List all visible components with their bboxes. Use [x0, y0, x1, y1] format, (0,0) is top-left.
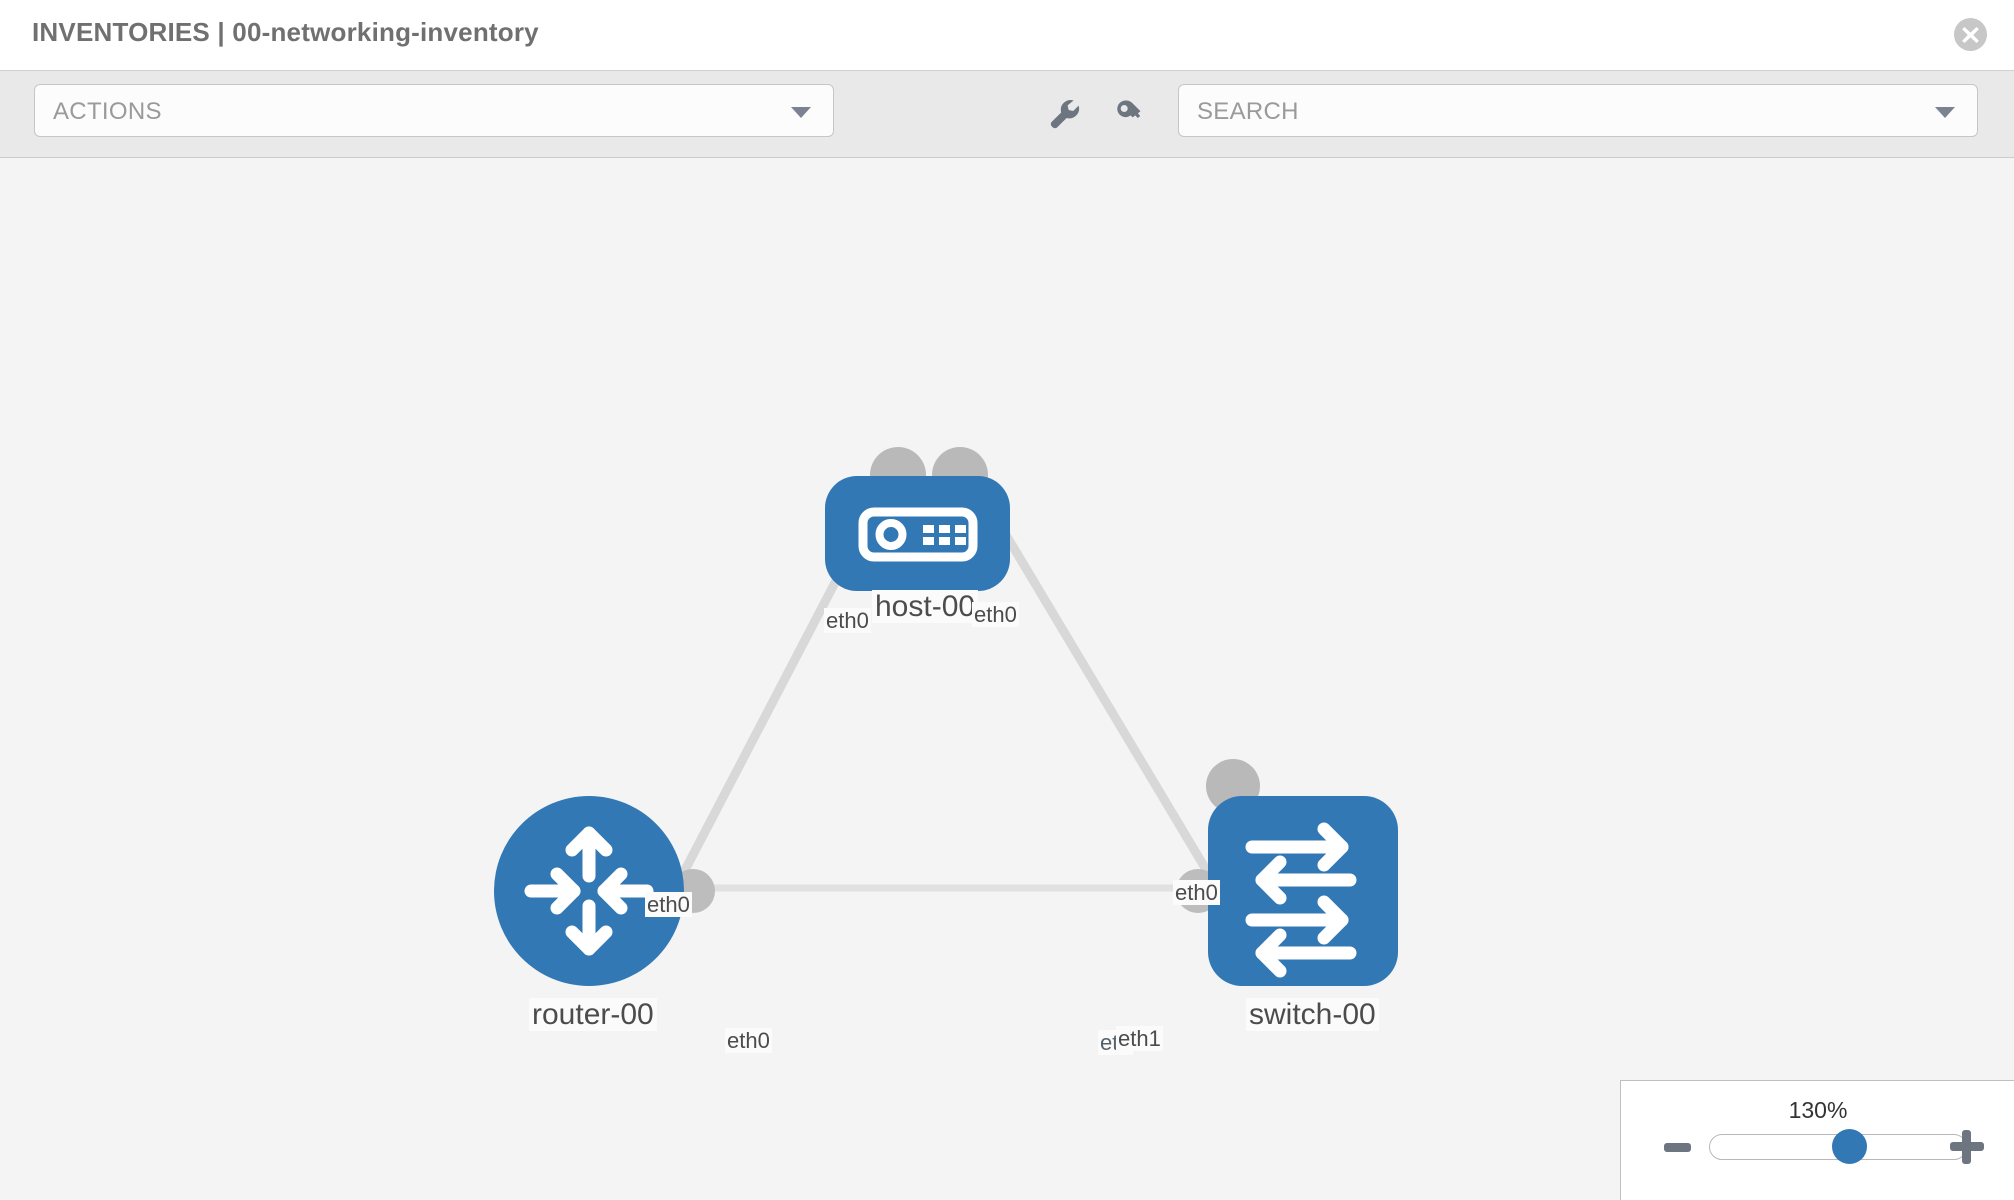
topology-canvas[interactable]: host-00 router-00 switch-00 eth0 eth0 et… — [0, 158, 2014, 1200]
router-arrows-icon — [524, 826, 654, 956]
chevron-down-icon — [1935, 107, 1955, 118]
zoom-out-button[interactable] — [1664, 1143, 1691, 1152]
search-placeholder: SEARCH — [1197, 98, 1299, 125]
link-label-router00-host-eth0: eth0 — [645, 892, 692, 918]
server-icon — [858, 507, 978, 562]
switch-arrows-icon — [1245, 822, 1357, 978]
chevron-down-icon — [791, 107, 811, 118]
link-label-switch00-host-eth0: eth0 — [1173, 880, 1220, 906]
key-button[interactable] — [1110, 93, 1150, 133]
close-button[interactable] — [1954, 18, 1987, 51]
actions-dropdown[interactable]: ACTIONS — [34, 84, 834, 137]
node-router-00[interactable] — [494, 796, 684, 986]
node-label-switch-00: switch-00 — [1246, 998, 1379, 1031]
toolbar: ACTIONS SEARCH — [0, 70, 2014, 158]
link-label-switch00-eth1: eth1 — [1116, 1026, 1163, 1052]
link-label-router00-eth0: eth0 — [725, 1028, 772, 1054]
page-header: INVENTORIES | 00-networking-inventory — [0, 0, 2014, 70]
close-icon — [1962, 27, 1979, 43]
node-host-00[interactable] — [825, 476, 1010, 591]
link-label-host00-eth0-right: eth0 — [972, 602, 1019, 628]
wrench-icon — [1050, 100, 1080, 129]
zoom-in-button[interactable] — [1950, 1130, 1984, 1164]
page-title: INVENTORIES | 00-networking-inventory — [32, 17, 539, 47]
link-label-host00-eth0-left: eth0 — [824, 608, 871, 634]
node-label-router-00: router-00 — [529, 998, 657, 1031]
search-input[interactable]: SEARCH — [1178, 84, 1978, 137]
wrench-button[interactable] — [1044, 93, 1084, 133]
zoom-control-panel: 130% — [1620, 1080, 2014, 1200]
actions-dropdown-label: ACTIONS — [53, 98, 162, 125]
zoom-level-value: 130% — [1788, 1097, 1848, 1123]
node-switch-00[interactable] — [1208, 796, 1398, 986]
zoom-slider-thumb[interactable] — [1832, 1129, 1867, 1164]
key-icon — [1117, 100, 1141, 118]
node-label-host-00: host-00 — [872, 590, 979, 623]
topology-graph — [494, 447, 1398, 986]
